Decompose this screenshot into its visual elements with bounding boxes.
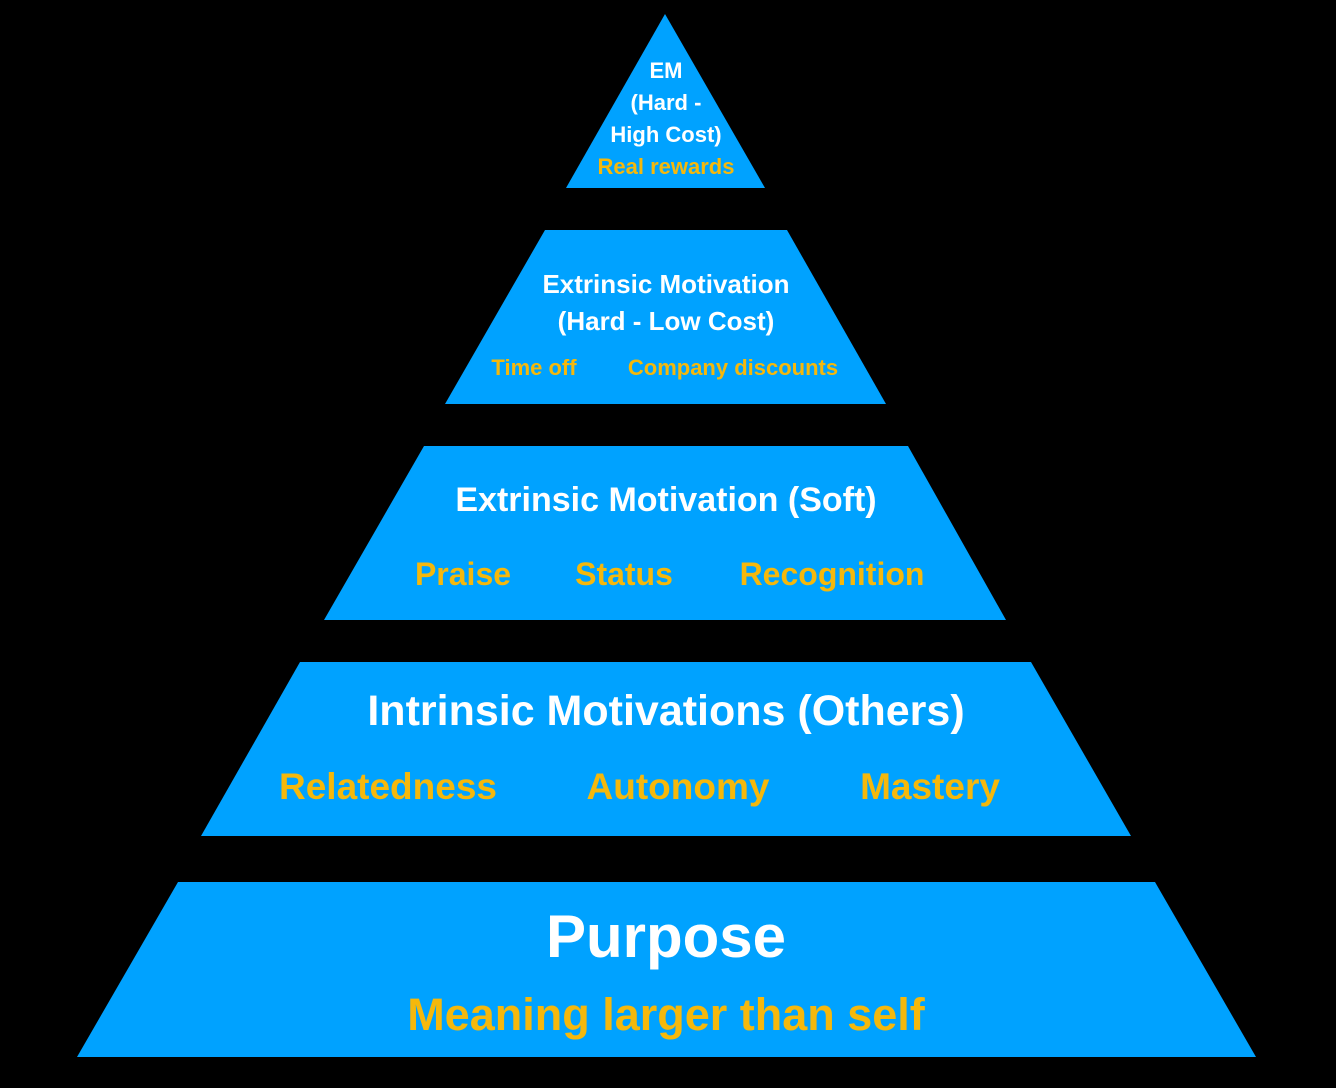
pyramid-layer-3: Extrinsic Motivation (Soft) Praise Statu… — [324, 446, 1006, 620]
layer-shape-base — [77, 882, 1256, 1057]
layer-item: Praise — [415, 556, 511, 592]
layer-item: Status — [575, 556, 673, 592]
layer-title-line: Extrinsic Motivation — [542, 269, 789, 299]
layer-item: Real rewards — [598, 154, 735, 179]
layer-item: Relatedness — [279, 766, 497, 807]
layer-item: Autonomy — [587, 766, 770, 807]
layer-shape-top — [566, 14, 765, 188]
layer-shape-4 — [201, 662, 1131, 836]
layer-title-line: EM — [650, 58, 683, 83]
pyramid-layer-2: Extrinsic Motivation (Hard - Low Cost) T… — [445, 230, 886, 404]
layer-title-line: (Hard - — [631, 90, 702, 115]
layer-shape-3 — [324, 446, 1006, 620]
layer-item: Mastery — [860, 766, 1000, 807]
pyramid-layer-top: EM (Hard - High Cost) Real rewards — [566, 14, 765, 188]
layer-item: Recognition — [740, 556, 925, 592]
layer-title-line: High Cost) — [610, 122, 721, 147]
pyramid-layer-4: Intrinsic Motivations (Others) Relatedne… — [201, 662, 1131, 836]
layer-item: Company discounts — [628, 355, 838, 380]
layer-title-line: Intrinsic Motivations (Others) — [367, 687, 964, 735]
layer-title-line: Extrinsic Motivation (Soft) — [455, 481, 876, 519]
layer-title-line: Purpose — [546, 903, 786, 970]
layer-title-line: (Hard - Low Cost) — [558, 306, 775, 336]
layer-shape-2 — [445, 230, 886, 404]
pyramid-layer-base: Purpose Meaning larger than self — [77, 882, 1256, 1057]
layer-item: Meaning larger than self — [407, 989, 926, 1040]
layer-item: Time off — [491, 355, 577, 380]
